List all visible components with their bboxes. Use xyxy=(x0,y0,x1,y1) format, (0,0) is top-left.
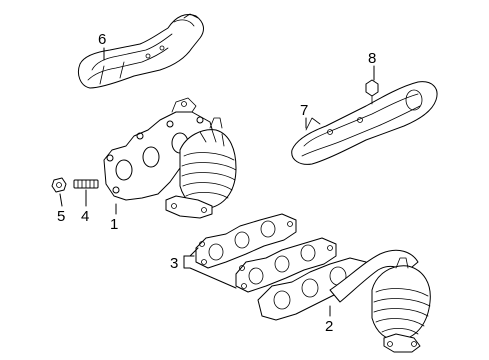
callout-7: 7 xyxy=(300,102,308,119)
stud-and-nut xyxy=(51,177,99,193)
manifold-gaskets xyxy=(195,213,337,293)
callout-6: 6 xyxy=(98,31,106,48)
callout-5: 5 xyxy=(57,208,65,225)
exhaust-manifold-lower xyxy=(257,249,431,353)
heat-shield-upper-left xyxy=(77,13,204,89)
callout-8: 8 xyxy=(368,50,376,67)
callout-1: 1 xyxy=(110,216,118,233)
callout-4: 4 xyxy=(81,208,89,225)
callout-2: 2 xyxy=(325,318,333,335)
callout-labels: 6 7 8 1 4 5 3 2 xyxy=(57,31,376,335)
heat-shield-upper-right xyxy=(291,79,438,165)
callout-3: 3 xyxy=(170,255,178,272)
leader-lines xyxy=(59,47,375,317)
exhaust-manifold-upper xyxy=(103,97,237,219)
